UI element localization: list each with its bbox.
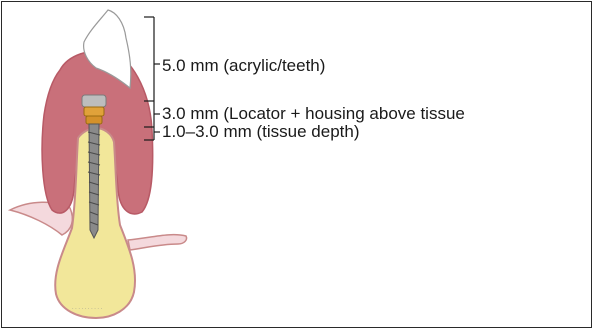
implant-body [89, 124, 99, 238]
label-acrylic-teeth: 5.0 mm (acrylic/teeth) [162, 57, 325, 75]
label-locator-housing: 3.0 mm (Locator + housing above tissue [162, 105, 465, 123]
locator-collar [86, 116, 102, 124]
label-tissue-depth: 1.0–3.0 mm (tissue depth) [162, 123, 359, 141]
bone-watermark: · · · · · · · · · · [72, 306, 103, 312]
locator-housing [82, 95, 106, 107]
soft-tissue-right [128, 235, 187, 250]
locator-abutment [84, 107, 104, 116]
